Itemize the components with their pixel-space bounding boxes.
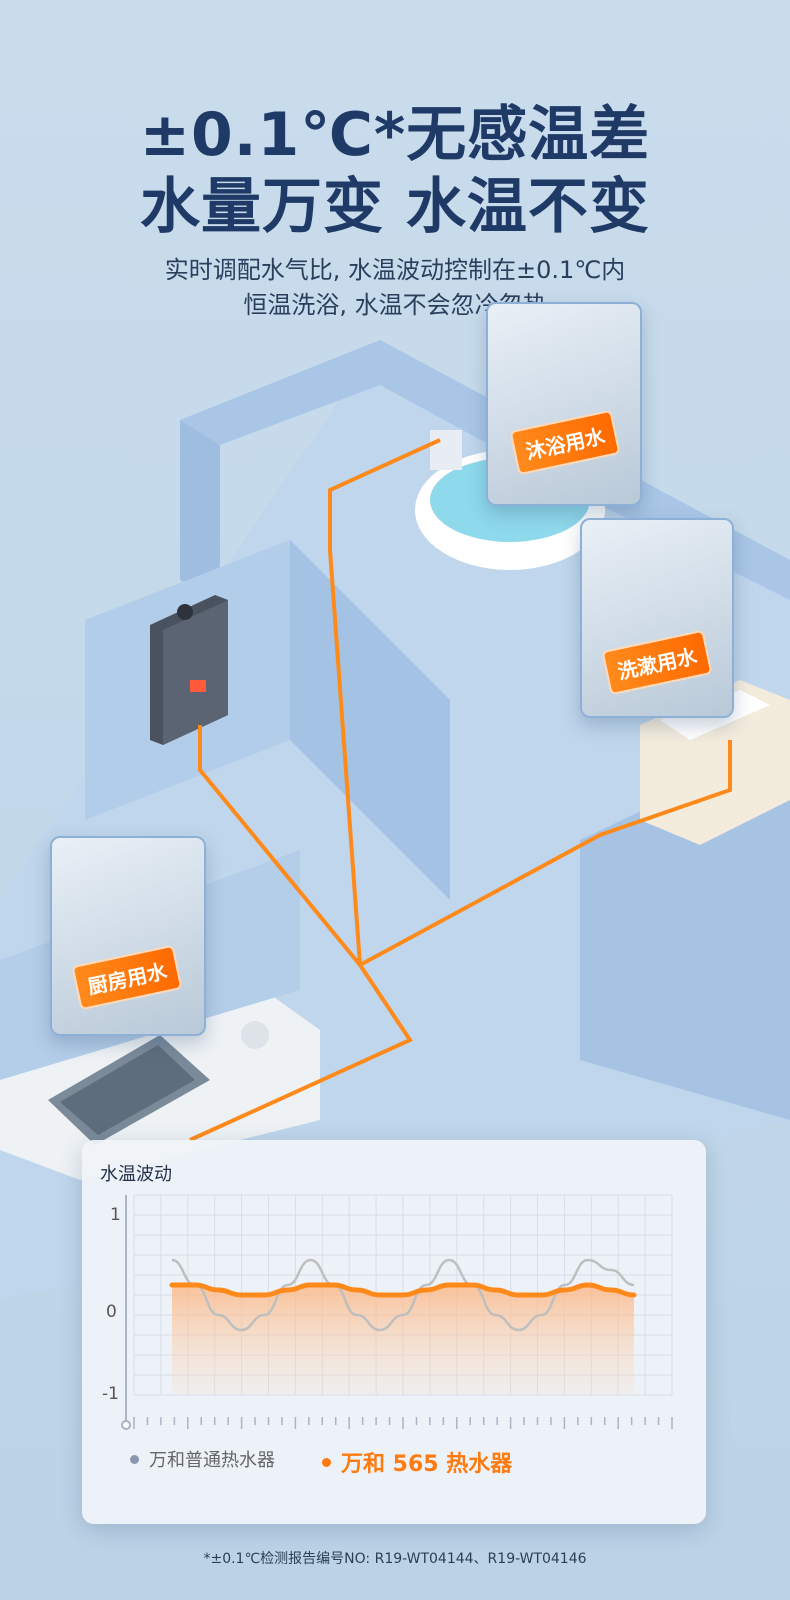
- water-heater: [150, 595, 228, 745]
- chart-panel: 水温波动 1 0 -1 万和普通热水器 万和 565 热水器: [82, 1140, 706, 1524]
- series-565-line: [169, 1282, 637, 1298]
- legend-565: 万和 565 热水器: [322, 1446, 512, 1478]
- footnote: *±0.1℃检测报告编号NO: R19-WT04144、R19-WT04146: [203, 1551, 587, 1567]
- legend-dot-normal: [130, 1454, 139, 1464]
- ytick-neg1: -1: [102, 1384, 119, 1404]
- legend-normal: 万和普通热水器: [130, 1446, 275, 1472]
- y-axis-origin: [121, 1420, 131, 1430]
- subtitle-line1: 实时调配水气比, 水温波动控制在±0.1℃内: [164, 256, 626, 284]
- central-wall: [290, 540, 450, 900]
- chart-title: 水温波动: [100, 1164, 172, 1185]
- series-565-area: [172, 1285, 634, 1395]
- kitchen-bubble: [50, 836, 206, 1036]
- ytick-1: 1: [110, 1205, 121, 1225]
- legend-dot-565: [322, 1457, 331, 1467]
- ytick-0: 0: [106, 1302, 117, 1322]
- right-wall: [580, 740, 790, 1120]
- legend-label-565: 万和 565 热水器: [341, 1452, 513, 1477]
- legend-label-normal: 万和普通热水器: [149, 1450, 275, 1471]
- pipe-bath: [328, 438, 441, 966]
- temperature-chart: [121, 1194, 673, 1430]
- kitchen-sink: [48, 1021, 269, 1145]
- headline-line2: 水量万变 水温不变: [140, 172, 650, 242]
- pipe-wash: [359, 740, 732, 967]
- bath-bubble: [486, 302, 642, 506]
- headline-line1: ±0.1℃*无感温差: [139, 100, 651, 170]
- wash-bubble: [580, 518, 734, 718]
